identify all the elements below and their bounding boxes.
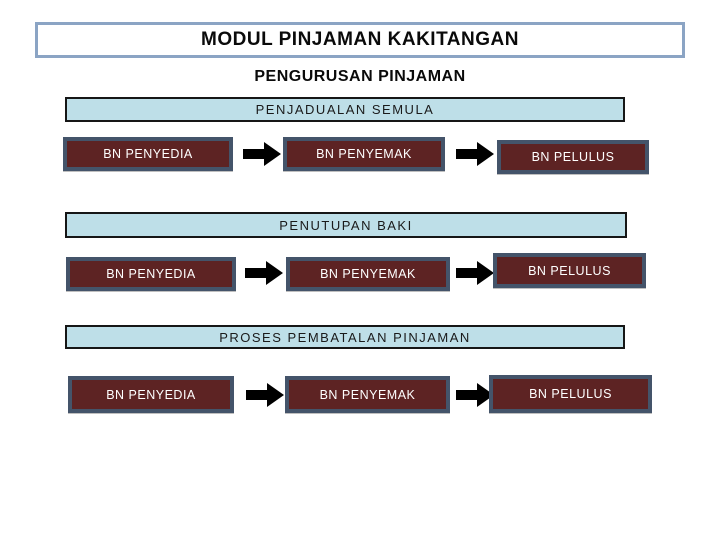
flow-step-box: BN PELULUS	[493, 253, 646, 288]
section-header-label: PENUTUPAN BAKI	[279, 217, 413, 233]
flow-step-label: BN PENYEDIA	[106, 267, 196, 281]
title-box: MODUL PINJAMAN KAKITANGAN	[35, 22, 685, 58]
flow-step-box: BN PELULUS	[489, 375, 652, 413]
arrow-right-icon	[456, 142, 494, 166]
flow-step-box: BN PELULUS	[497, 140, 649, 174]
flow-step-label: BN PENYEDIA	[103, 147, 193, 161]
arrow-right-icon	[245, 261, 283, 285]
flow-step-label: BN PELULUS	[529, 387, 612, 401]
flow-step-box: BN PENYEMAK	[286, 257, 450, 291]
flow-step-label: BN PENYEDIA	[106, 387, 196, 402]
flow-step-box: BN PENYEDIA	[66, 257, 236, 291]
arrow-right-icon	[246, 383, 284, 407]
flow-step-label: BN PENYEMAK	[316, 147, 412, 161]
arrow-right-icon	[456, 383, 494, 407]
section-header-bar: PROSES PEMBATALAN PINJAMAN	[65, 325, 625, 349]
section-header-label: PROSES PEMBATALAN PINJAMAN	[219, 329, 471, 345]
flow-step-label: BN PELULUS	[531, 150, 615, 164]
arrow-right-icon	[243, 142, 281, 166]
section-header-bar: PENJADUALAN SEMULA	[65, 97, 625, 122]
flow-step-label: BN PENYEMAK	[320, 267, 416, 281]
page-title: MODUL PINJAMAN KAKITANGAN	[201, 29, 519, 50]
flow-step-label: BN PENYEMAK	[319, 387, 416, 402]
flow-step-label: BN PELULUS	[528, 263, 611, 278]
section-header-label: PENJADUALAN SEMULA	[255, 102, 435, 117]
flow-step-box: BN PENYEDIA	[68, 376, 234, 413]
flow-step-box: BN PENYEMAK	[283, 137, 445, 171]
slide-subtitle: PENGURUSAN PINJAMAN	[254, 68, 466, 85]
section-header-bar: PENUTUPAN BAKI	[65, 212, 627, 238]
flow-step-box: BN PENYEMAK	[285, 376, 450, 413]
arrow-right-icon	[456, 261, 494, 285]
flow-step-box: BN PENYEDIA	[63, 137, 233, 171]
